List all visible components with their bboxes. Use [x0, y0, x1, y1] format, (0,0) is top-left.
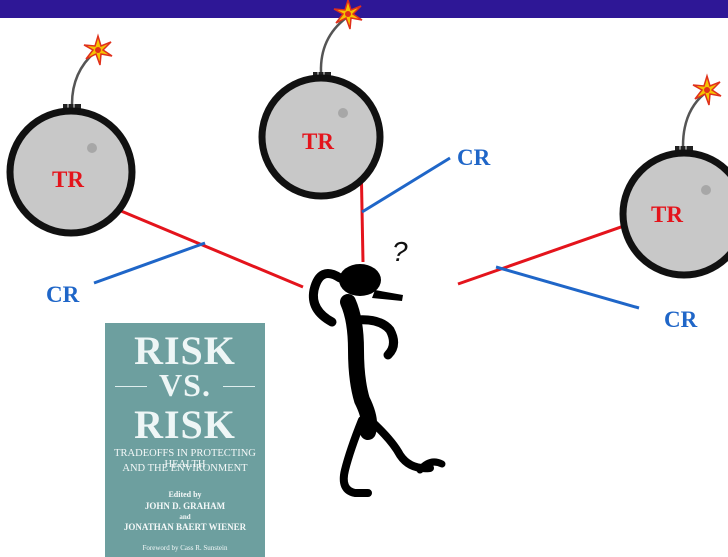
cr-label-right: CR — [664, 308, 697, 331]
tr-label-right: TR — [651, 203, 683, 226]
book-title-line2: VS. — [105, 367, 265, 404]
book-and: and — [105, 513, 265, 521]
cr-label-left: CR — [46, 283, 79, 306]
tr-label-center: TR — [302, 130, 334, 153]
bomb-left-icon — [10, 36, 132, 233]
cr-label-center: CR — [457, 146, 490, 169]
tr-line-left — [121, 211, 303, 287]
confused-person-icon — [313, 264, 442, 493]
tr-label-left: TR — [52, 168, 84, 191]
book-editor-1: JOHN D. GRAHAM — [105, 501, 265, 511]
book-edited-by: Edited by — [105, 490, 265, 499]
book-subtitle-line2: AND THE ENVIRONMENT — [105, 463, 265, 474]
book-cover: RISK VS. RISK TRADEOFFS IN PROTECTING HE… — [105, 323, 265, 557]
book-title-line3: RISK — [105, 401, 265, 448]
question-mark: ? — [392, 238, 408, 266]
bomb-right-icon — [623, 76, 728, 275]
book-editor-2: JONATHAN BAERT WIENER — [105, 522, 265, 532]
tr-line-right — [458, 220, 641, 284]
bomb-center-icon — [262, 0, 380, 196]
book-foreword: Foreword by Cass R. Sunstein — [105, 544, 265, 552]
cr-line-right — [496, 267, 639, 308]
cr-line-left — [94, 243, 205, 283]
